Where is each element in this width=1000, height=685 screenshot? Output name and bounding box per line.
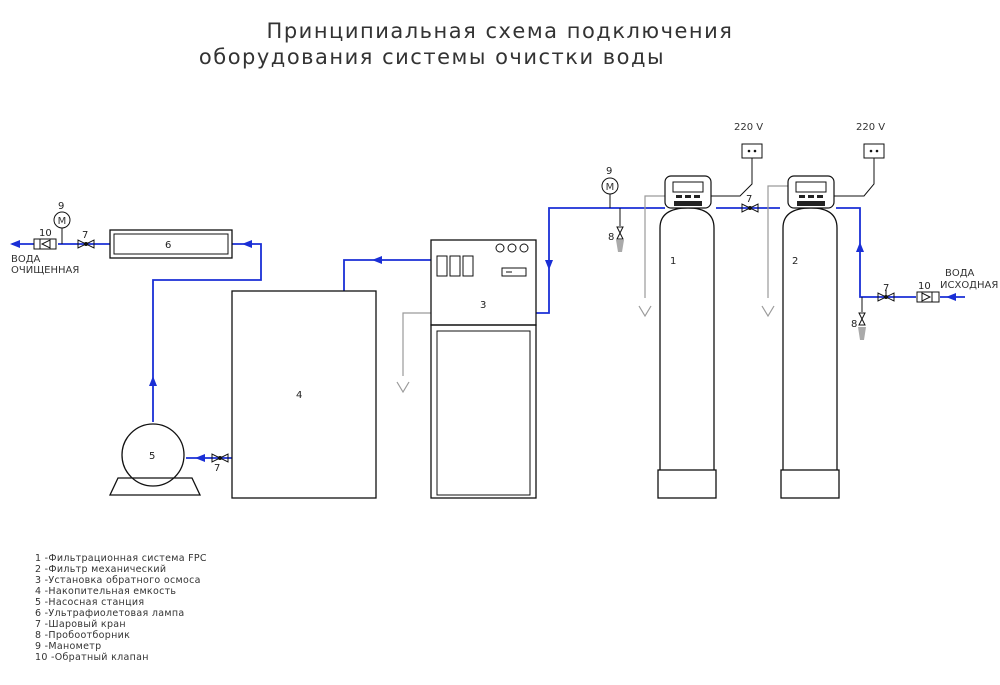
ball-valve-icon xyxy=(877,292,888,302)
sampler-icon xyxy=(616,226,624,235)
valve-between-number: 7 xyxy=(746,194,752,205)
title-line-1: Принципиальная схема подключения xyxy=(267,19,734,43)
valve-pump-number: 7 xyxy=(214,463,220,474)
outlet-water-label-1: ВОДА xyxy=(11,254,41,265)
legend: 1 -Фильтрационная система FPC 2 -Фильтр … xyxy=(35,553,207,663)
gauge-left-number: 9 xyxy=(58,201,64,212)
legend-item: 5 -Насосная станция xyxy=(35,597,144,608)
ball-valve-icon xyxy=(741,203,752,213)
power-socket-1: 220 V xyxy=(734,122,763,164)
sampler-center-number: 8 xyxy=(608,232,614,243)
inlet-water-label-1: ВОДА xyxy=(945,268,975,279)
gauge-icon xyxy=(601,177,619,195)
check-valve-icon xyxy=(33,238,57,250)
sampler-icon xyxy=(858,312,866,321)
flow-arrow-icon xyxy=(149,376,157,386)
check-valve-left: 10 xyxy=(33,228,57,250)
legend-item: 4 -Накопительная емкость xyxy=(35,586,176,597)
gauge-icon xyxy=(53,211,71,229)
check-valve-right-number: 10 xyxy=(918,281,931,292)
filter-tank-2: 2 xyxy=(780,175,840,499)
inlet-water-label-2: ИСХОДНАЯ xyxy=(940,280,998,291)
sampler-center: 8 xyxy=(608,208,624,252)
flow-arrow-icon xyxy=(946,293,956,301)
title-line-2: оборудования системы очистки воды xyxy=(199,45,665,69)
legend-item: 1 -Фильтрационная система FPC xyxy=(35,553,207,564)
ball-valve-icon xyxy=(211,453,222,463)
ball-valve-pump: 7 xyxy=(211,453,229,474)
storage-tank-number: 4 xyxy=(296,390,302,401)
power-socket-icon xyxy=(741,143,763,159)
gauge-left-letter: M xyxy=(58,216,67,227)
reverse-osmosis-unit: 3 xyxy=(430,239,537,499)
legend-item: 6 -Ультрафиолетовая лампа xyxy=(35,608,184,619)
drain-lines xyxy=(396,185,788,394)
legend-item: 3 -Установка обратного осмоса xyxy=(35,575,201,586)
ro-unit-number: 3 xyxy=(480,300,486,311)
power-socket-2: 220 V xyxy=(856,122,885,164)
gauge-center-number: 9 xyxy=(606,166,612,177)
power-cable-1 xyxy=(711,163,753,197)
ball-valve-icon xyxy=(77,239,88,249)
tank-1-number: 1 xyxy=(670,256,676,267)
flow-arrow-icon xyxy=(242,240,252,248)
power-socket-icon xyxy=(863,143,885,159)
uv-lamp-number: 6 xyxy=(165,240,171,251)
ball-valve-left: 7 xyxy=(77,230,95,249)
ball-valve-inlet: 7 xyxy=(877,283,895,302)
flow-arrow-icon xyxy=(372,256,382,264)
water-pipes xyxy=(12,207,965,459)
legend-item: 8 -Пробоотборник xyxy=(35,630,130,641)
valve-inlet-number: 7 xyxy=(883,283,889,294)
gauge-center-letter: M xyxy=(606,182,615,193)
check-valve-icon xyxy=(916,291,940,303)
sampler-right-number: 8 xyxy=(851,319,857,330)
flow-arrow-icon xyxy=(545,260,553,270)
flow-arrow-icon xyxy=(10,240,20,248)
gauge-center: M 9 xyxy=(601,166,619,208)
flow-arrow-icon xyxy=(856,242,864,252)
flow-arrow-icon xyxy=(195,454,205,462)
check-valve-left-number: 10 xyxy=(39,228,52,239)
legend-item: 9 -Манометр xyxy=(35,641,101,652)
flow-arrows xyxy=(10,240,956,462)
gauge-left: M 9 xyxy=(53,201,71,244)
valve-left-number: 7 xyxy=(82,230,88,241)
sampler-right: 8 xyxy=(851,297,866,340)
check-valve-right: 10 xyxy=(916,281,940,303)
legend-item: 2 -Фильтр механический xyxy=(35,564,166,575)
ball-valve-between: 7 xyxy=(741,194,759,213)
pump-station: 5 xyxy=(108,423,202,496)
legend-item: 10 -Обратный клапан xyxy=(35,652,149,663)
power-cable-2 xyxy=(834,163,875,197)
legend-item: 7 -Шаровый кран xyxy=(35,619,126,630)
outlet-water-label-2: ОЧИЩЕННАЯ xyxy=(11,265,79,276)
pump-number: 5 xyxy=(149,451,155,462)
power-label-2: 220 V xyxy=(856,122,885,133)
storage-tank: 4 xyxy=(231,290,377,499)
filter-tank-1: 1 xyxy=(657,175,717,499)
power-label-1: 220 V xyxy=(734,122,763,133)
tank-2-number: 2 xyxy=(792,256,798,267)
uv-lamp: 6 xyxy=(109,229,233,259)
